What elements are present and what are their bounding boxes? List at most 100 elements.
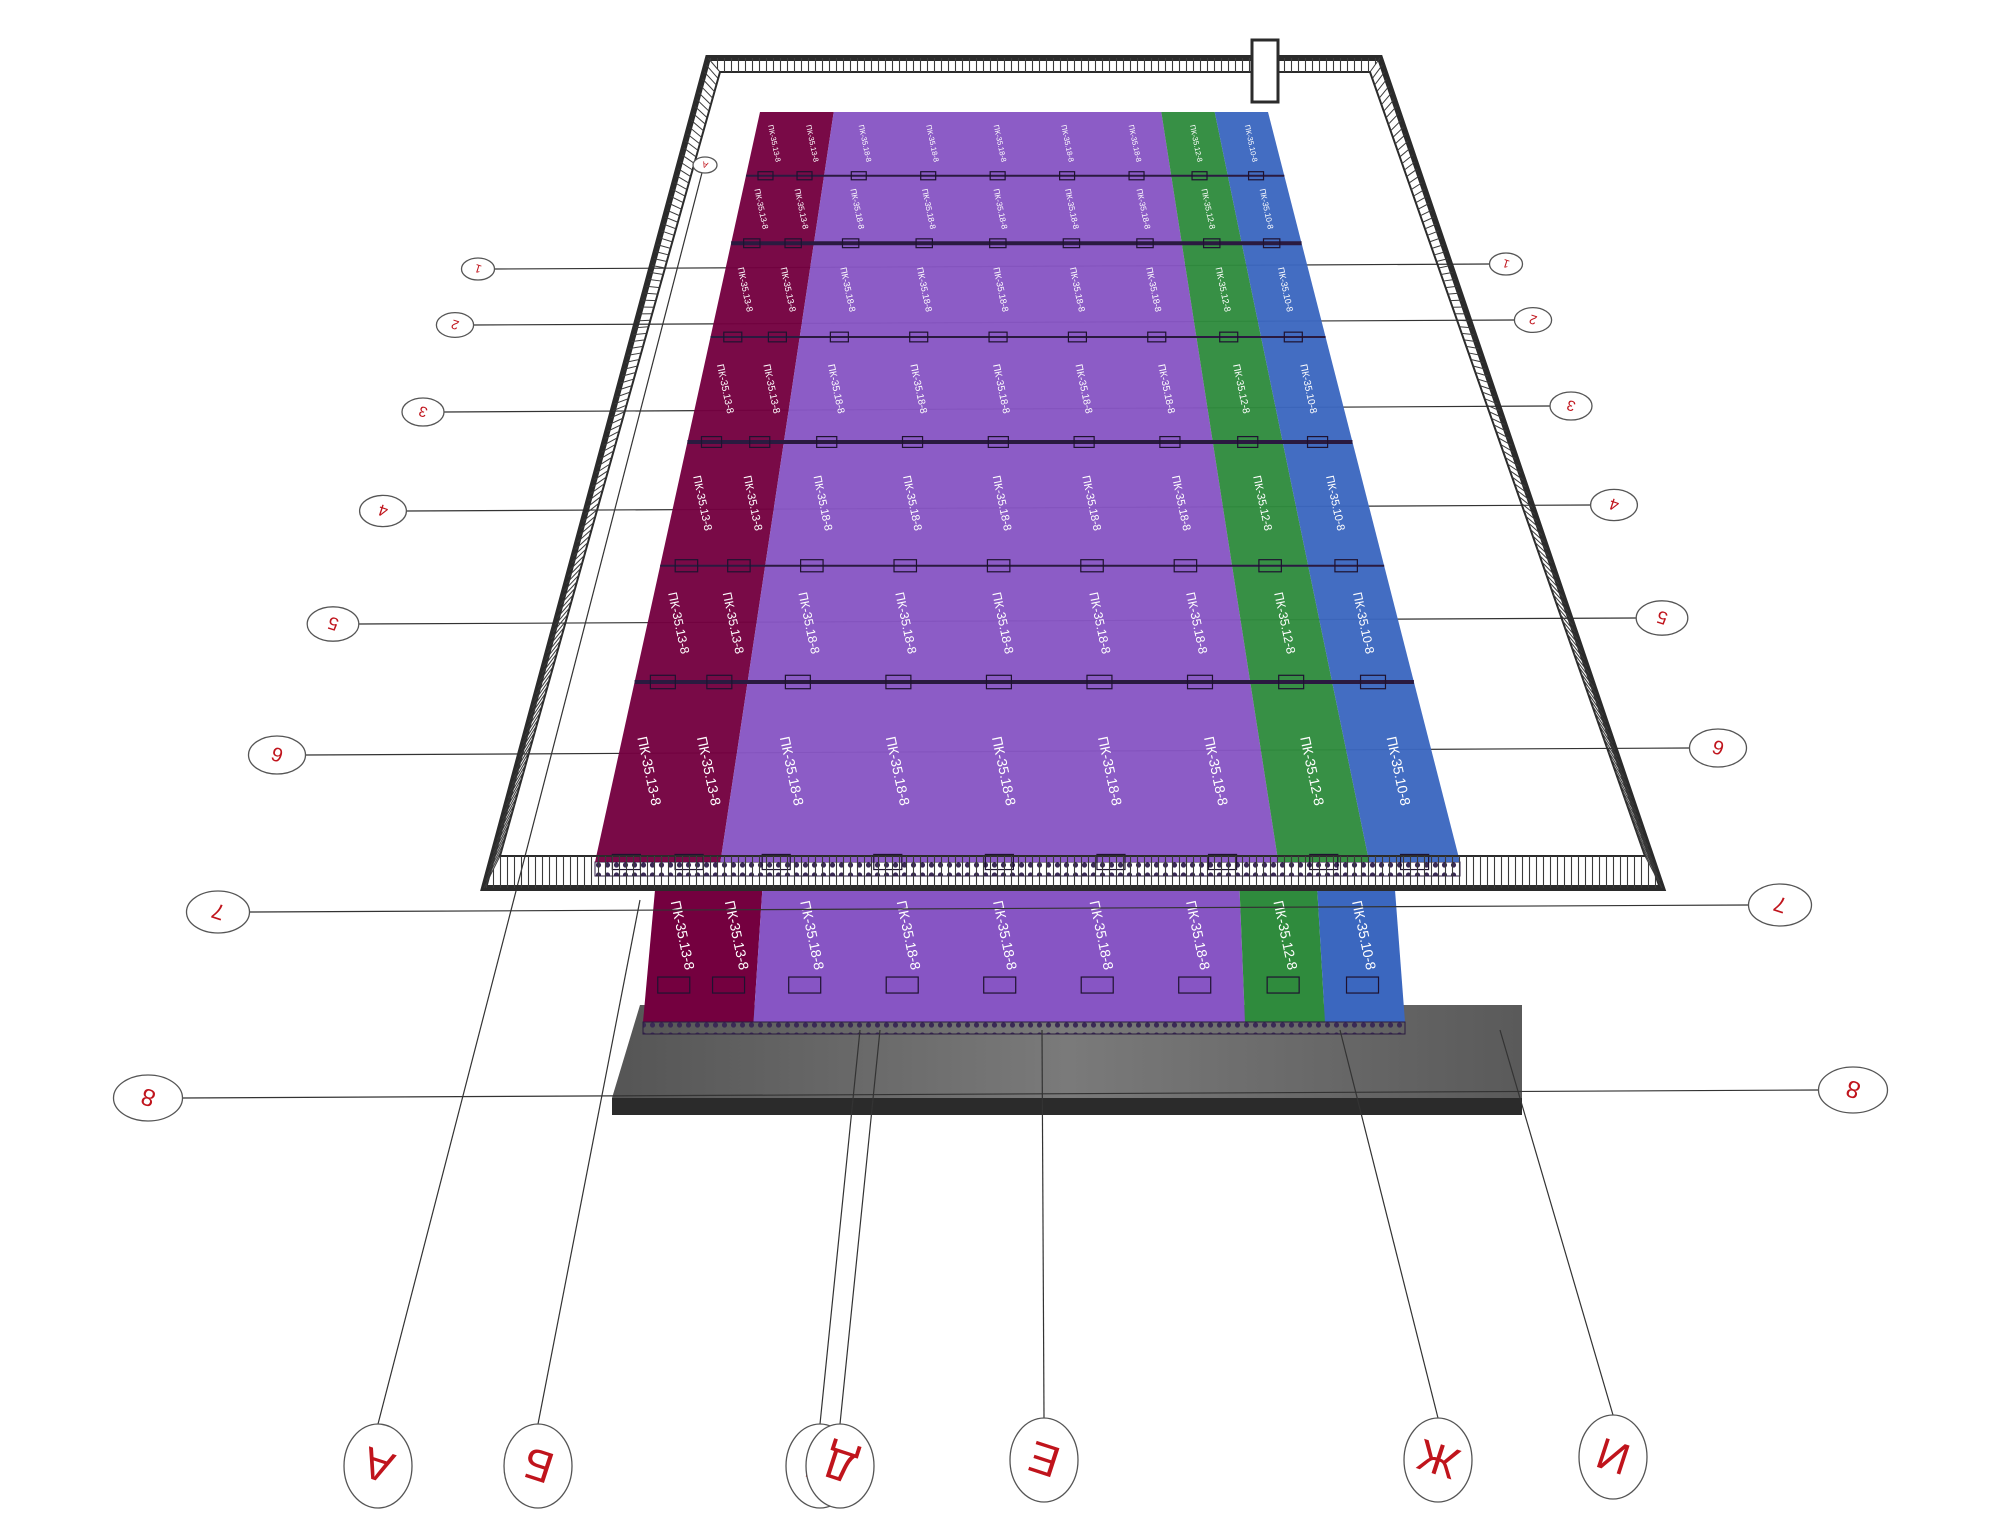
railing-baluster-left <box>505 777 523 806</box>
railing-baluster-right <box>1591 705 1609 730</box>
railing-baluster-right <box>1511 476 1526 488</box>
col-axis-line-Б <box>537 899 641 1425</box>
col-axis-line-Ж <box>1339 1029 1439 1419</box>
panel-column-t13 <box>595 112 834 862</box>
lifting-loop-box <box>657 976 691 994</box>
lifting-loop-box <box>885 976 919 994</box>
lifting-loop-box <box>915 238 933 249</box>
lifting-loop-box <box>1202 238 1221 249</box>
railing-baluster-right <box>1530 528 1545 543</box>
railing-baluster-right <box>1502 450 1517 460</box>
railing-baluster-left <box>591 476 607 488</box>
lifting-loop-box <box>989 238 1007 249</box>
railing-baluster-right <box>1461 332 1475 336</box>
railing-baluster-left <box>635 326 649 329</box>
railing-baluster-right <box>1550 587 1567 605</box>
railing-baluster-left <box>575 535 591 550</box>
railing-baluster-left <box>650 271 664 276</box>
lifting-loop-box <box>1136 238 1154 249</box>
lifting-loop-box <box>1178 976 1212 994</box>
row-axis-right-6: 6 <box>1688 728 1748 768</box>
railing-baluster-right <box>1443 278 1456 282</box>
railing-baluster-left <box>696 99 710 112</box>
lifting-loop-box <box>1159 435 1181 449</box>
lifting-loop-box <box>1073 435 1095 449</box>
lifting-loop-box <box>829 331 849 343</box>
railing-baluster-left <box>569 555 585 571</box>
railing-baluster-right <box>1617 777 1635 806</box>
railing-baluster-right <box>1568 640 1585 661</box>
railing-baluster-right <box>1434 251 1446 256</box>
railing-baluster-left <box>560 587 576 605</box>
railing-baluster-left <box>504 783 521 813</box>
railing-baluster-left <box>661 230 675 236</box>
railing-baluster-left <box>513 751 530 778</box>
railing-baluster-left <box>698 92 712 106</box>
railing-baluster-right <box>1404 161 1416 171</box>
railing-baluster-right <box>1397 140 1409 151</box>
axis-label: 1 <box>473 261 483 275</box>
railing-baluster-left <box>485 849 503 882</box>
railing-baluster-right <box>1585 685 1602 709</box>
railing-baluster-left <box>601 443 616 453</box>
railing-baluster-left <box>651 265 666 269</box>
lifting-loop-box <box>757 171 774 181</box>
railing-baluster-right <box>1369 57 1381 73</box>
railing-baluster-left <box>558 594 574 612</box>
lifting-loop-box <box>784 238 802 249</box>
railing-balusters-front <box>484 856 1662 888</box>
railing-baluster-left <box>674 182 688 191</box>
railing-baluster-right <box>1614 770 1632 799</box>
railing-baluster-right <box>1516 489 1531 502</box>
lifting-loop-box <box>1266 976 1300 994</box>
railing-baluster-left <box>683 147 697 158</box>
railing-baluster-right <box>1566 633 1583 654</box>
lifting-loop-box <box>989 171 1006 181</box>
col-axis-Б: Б <box>503 1423 573 1509</box>
railing-baluster-left <box>517 738 534 764</box>
railing-baluster-left <box>543 646 560 667</box>
railing-baluster-left <box>679 161 693 171</box>
lifting-loop-box <box>986 559 1011 573</box>
railing-baluster-right <box>1427 230 1439 236</box>
lifting-loop-box <box>1334 559 1358 573</box>
railing-baluster-right <box>1447 292 1460 295</box>
lifting-loop-box <box>1283 331 1303 343</box>
col-axis-line-Д <box>819 1029 861 1425</box>
railing-baluster-right <box>1429 237 1442 243</box>
railing-baluster-left <box>689 126 702 138</box>
railing-baluster-right <box>1445 285 1458 289</box>
lifting-loop-box <box>1359 674 1387 690</box>
railing-baluster-right <box>1436 258 1449 262</box>
railing-baluster-left <box>672 188 686 197</box>
railing-baluster-left <box>567 561 583 578</box>
railing-baluster-left <box>681 154 695 164</box>
lifting-loop-box <box>749 435 771 449</box>
railing-baluster-right <box>1390 119 1402 132</box>
railing-baluster-left <box>623 365 638 370</box>
lifting-loop-box <box>1173 559 1198 573</box>
circle-axis-marker-icon <box>1549 391 1593 421</box>
railing-baluster-left <box>547 633 563 654</box>
railing-baluster-right <box>1493 424 1508 432</box>
panel-column-t18 <box>720 112 1279 862</box>
railing-baluster-left <box>548 627 565 647</box>
railing-baluster-right <box>1594 711 1611 737</box>
railing-baluster-right <box>1371 64 1383 79</box>
lifting-loop-box <box>841 238 860 249</box>
railing-baluster-right <box>1491 417 1505 426</box>
railing-baluster-left <box>528 698 545 723</box>
railing-baluster-right <box>1420 209 1432 217</box>
railing-baluster-right <box>1605 744 1623 771</box>
railing-baluster-left <box>593 470 609 481</box>
railing-baluster-right <box>1543 568 1559 585</box>
railing-baluster-right <box>1473 365 1486 370</box>
lifting-loop-box <box>800 559 824 573</box>
railing-baluster-right <box>1450 299 1463 302</box>
railing-baluster-right <box>1527 522 1543 536</box>
railing-baluster-right <box>1564 627 1581 647</box>
circle-axis-marker-icon <box>1747 883 1813 927</box>
circle-axis-marker-icon <box>1009 1417 1079 1503</box>
railing-baluster-right <box>1392 126 1404 138</box>
